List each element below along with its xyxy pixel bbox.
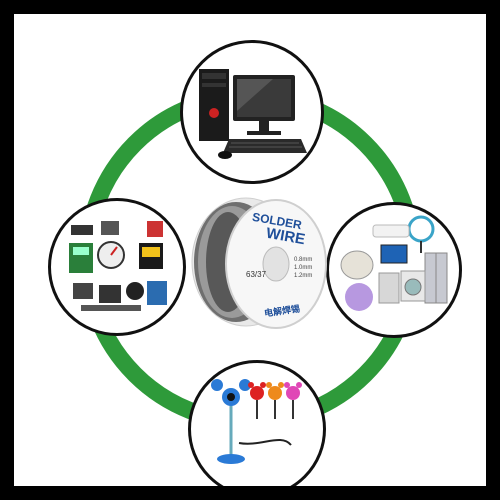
- image-canvas: SOLDER WIRE 63/37 电解焊锡 0.8mm 1.0mm 1.2mm: [14, 14, 486, 486]
- electronic-instruments-icon: [69, 221, 167, 311]
- computer-node: [180, 40, 324, 184]
- home-appliances-icon: [340, 215, 448, 311]
- electronic-instruments-node: [48, 198, 186, 336]
- spool-sizes: 0.8mm 1.0mm 1.2mm: [294, 256, 312, 280]
- webcam-node: [188, 360, 326, 486]
- spool-size-2: 1.0mm: [294, 265, 313, 271]
- spool-size-1: 0.8mm: [294, 257, 313, 263]
- webcam-icon: [211, 379, 302, 464]
- spool-code: 63/37: [246, 270, 267, 279]
- spool-size-3: 1.2mm: [294, 273, 313, 279]
- home-appliances-node: [326, 202, 462, 338]
- desktop-computer-icon: [199, 69, 307, 159]
- solder-wire-spool: [191, 197, 327, 329]
